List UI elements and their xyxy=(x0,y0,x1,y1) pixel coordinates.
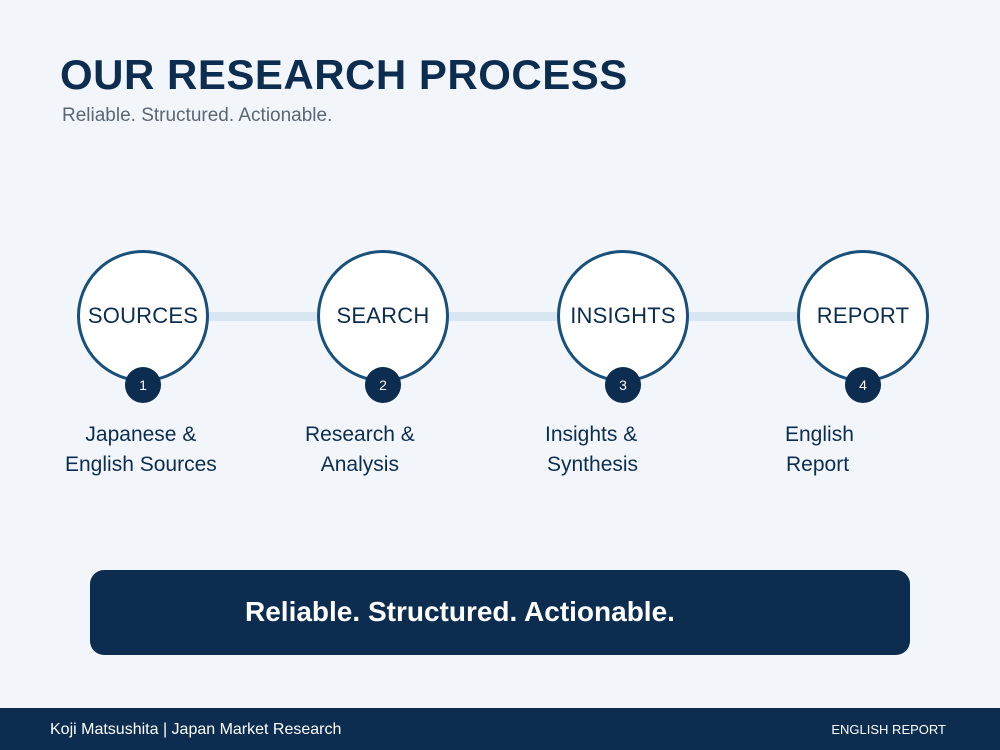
page-title: OUR RESEARCH PROCESS xyxy=(60,51,628,98)
process-connector-line xyxy=(140,312,860,321)
step-description-line: Synthesis xyxy=(547,453,639,476)
step-number-badge: 3 xyxy=(605,367,641,403)
step-description-line: Research & xyxy=(305,423,415,446)
step-circle: SEARCH xyxy=(317,250,449,382)
step-label: SEARCH xyxy=(336,303,430,328)
step-description: Insights & Synthesis xyxy=(545,420,638,480)
step-circle: REPORT xyxy=(797,250,929,382)
footer-report-label: ENGLISH REPORT xyxy=(831,722,946,737)
footer-bar: Koji Matsushita | Japan Market Research … xyxy=(0,708,1000,750)
step-description-line: English Sources xyxy=(65,453,217,476)
step-description: Research & Analysis xyxy=(305,420,415,480)
step-description-line: Report xyxy=(786,453,850,476)
process-step-insights: INSIGHTS 3 Insights & Synthesis xyxy=(503,250,743,490)
footer-author: Koji Matsushita | Japan Market Research xyxy=(50,721,342,738)
step-description: Japanese & English Sources xyxy=(65,420,217,480)
process-step-search: SEARCH 2 Research & Analysis xyxy=(263,250,503,490)
page-subtitle: Reliable. Structured. Actionable. xyxy=(62,105,333,126)
process-step-sources: SOURCES 1 Japanese & English Sources xyxy=(23,250,263,490)
tagline-banner: Reliable. Structured. Actionable. xyxy=(90,570,910,655)
step-label: SOURCES xyxy=(87,303,199,328)
step-circle: SOURCES xyxy=(77,250,209,382)
step-number-badge: 1 xyxy=(125,367,161,403)
step-label: REPORT xyxy=(816,303,910,328)
step-description-line: Insights & xyxy=(545,423,638,446)
step-number-badge: 2 xyxy=(365,367,401,403)
step-description-line: Analysis xyxy=(320,453,399,476)
step-circle: INSIGHTS xyxy=(557,250,689,382)
process-step-report: REPORT 4 English Report xyxy=(743,250,983,490)
step-description: English Report xyxy=(785,420,854,480)
step-label: INSIGHTS xyxy=(570,303,676,328)
step-number-badge: 4 xyxy=(845,367,881,403)
step-description-line: Japanese & xyxy=(85,423,197,446)
banner-text: Reliable. Structured. Actionable. xyxy=(245,596,675,627)
step-description-line: English xyxy=(785,423,854,446)
